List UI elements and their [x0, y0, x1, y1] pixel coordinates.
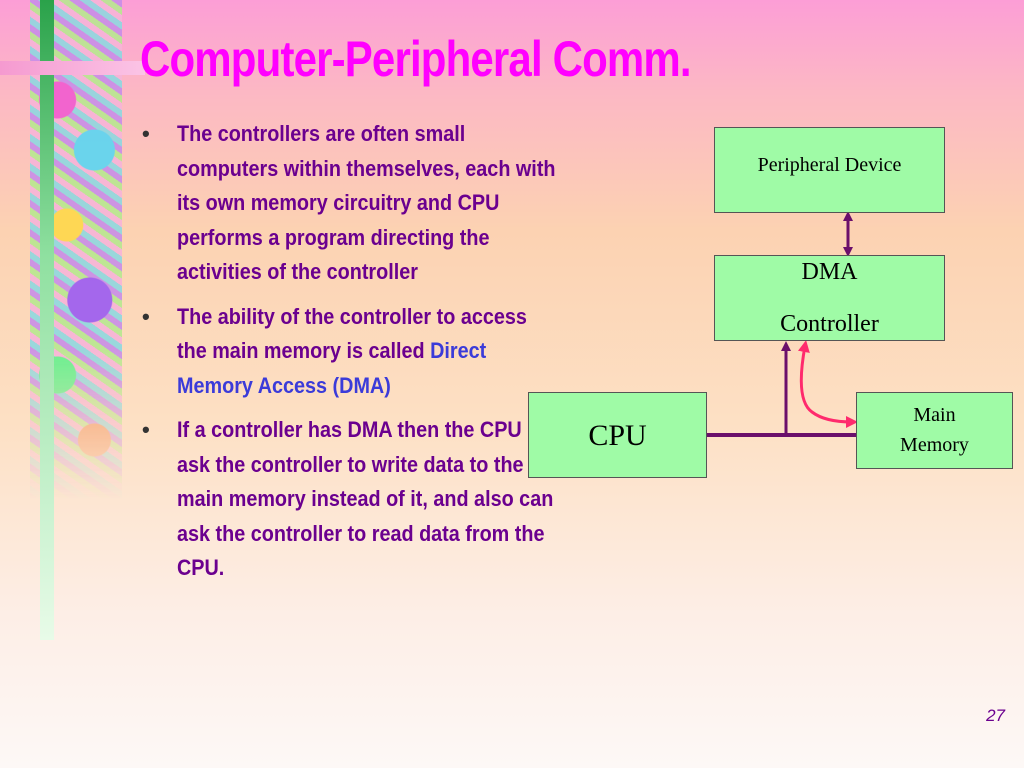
decorative-horizontal-bar [0, 61, 145, 75]
controller-label: Controller [780, 311, 879, 337]
peripheral-device-box: Peripheral Device [714, 127, 945, 213]
bullet-dot: • [142, 121, 150, 146]
decorative-vertical-bar [40, 0, 54, 640]
main-memory-box: Main Memory [856, 392, 1013, 469]
bullet-text: The controllers are often small computer… [177, 121, 556, 284]
main-label: Main [913, 404, 956, 426]
slide-number: 27 [986, 706, 1005, 725]
bullet-list: • The controllers are often small comput… [140, 117, 560, 596]
memory-label: Memory [900, 434, 969, 456]
bullet-item: • The controllers are often small comput… [140, 117, 560, 290]
cpu-box: CPU [528, 392, 707, 478]
slide-title: Computer-Peripheral Comm. [140, 31, 692, 87]
dma-label: DMA [801, 259, 858, 285]
bullet-dot: • [142, 303, 150, 329]
dma-memory-path [798, 340, 858, 428]
bullet-text: The ability of the controller to access … [177, 300, 560, 404]
dma-controller-box: DMA Controller [714, 255, 945, 341]
dma-highlight: Direct Memory Access (DMA) [177, 338, 487, 398]
bullet-item: • The ability of the controller to acces… [140, 300, 560, 404]
peripheral-device-label: Peripheral Device [757, 154, 902, 176]
bullet-dot: • [142, 417, 150, 442]
bullet-item: • If a controller has DMA then the CPU a… [140, 413, 560, 586]
cpu-label: CPU [588, 419, 647, 452]
bullet-text-part: The ability of the controller to access … [177, 303, 527, 364]
bullet-text: If a controller has DMA then the CPU ask… [177, 417, 554, 580]
